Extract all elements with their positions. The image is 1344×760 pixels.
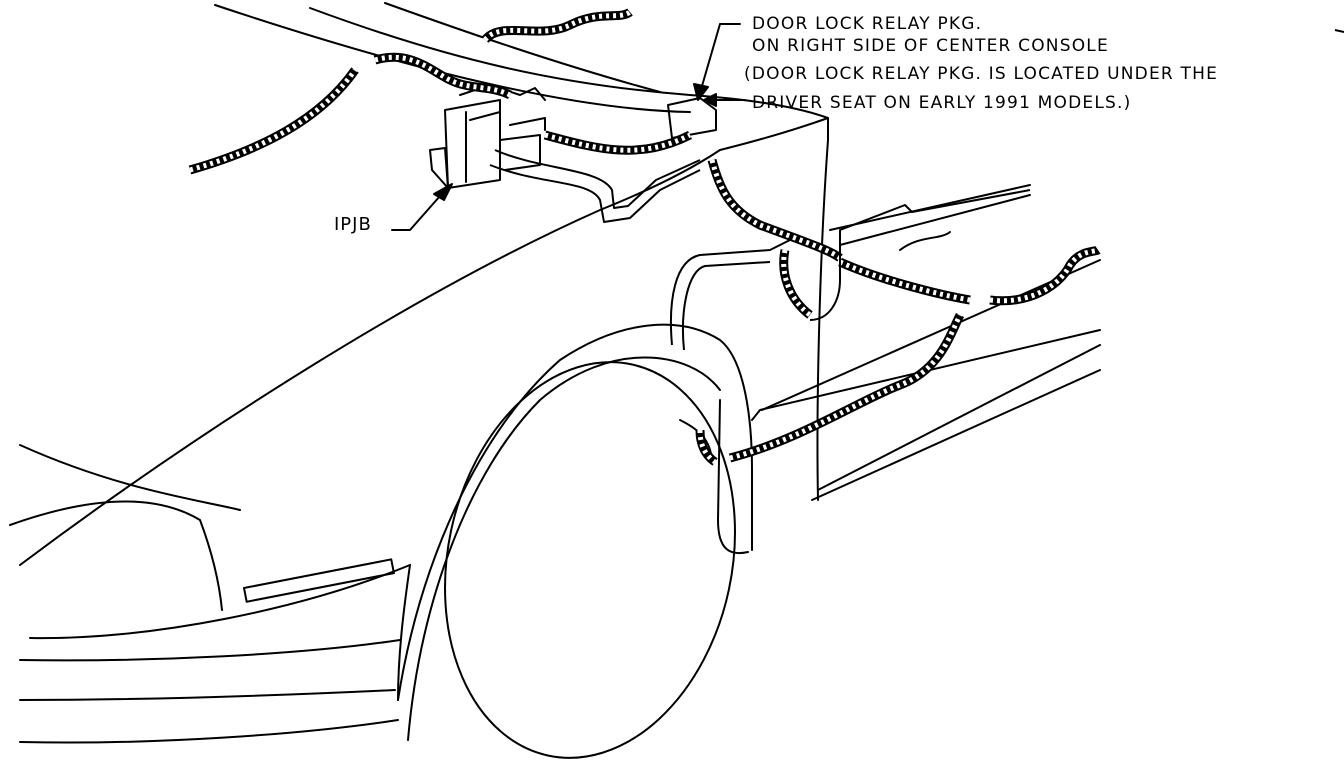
harness-left — [188, 67, 359, 175]
ipjb-arrowhead — [433, 183, 453, 201]
cable-run-5 — [809, 189, 1031, 321]
harness-door — [838, 257, 971, 305]
hood-nose — [9, 500, 223, 611]
door-beltline — [761, 259, 1101, 411]
fender-arch-outer — [397, 323, 753, 701]
edge-mark — [1334, 29, 1344, 33]
a-pillar — [816, 139, 829, 501]
bumper-base — [19, 719, 399, 744]
cable-run-2 — [494, 149, 701, 209]
bumper-corner — [397, 564, 411, 701]
note-arrowhead — [703, 93, 717, 107]
cable-run-1 — [489, 164, 701, 223]
door-lock-relay-pkg — [667, 97, 717, 139]
harness-drop — [707, 158, 843, 262]
cowl-line — [719, 117, 829, 151]
harness-top — [481, 8, 633, 44]
cable-run-4 — [682, 261, 771, 351]
bumper-bottom — [19, 689, 396, 701]
hood-edge — [19, 149, 721, 566]
relay-leader — [701, 23, 741, 87]
fender-arch-inner — [407, 356, 721, 741]
door-sill-line — [717, 399, 749, 555]
hood-crease — [19, 444, 241, 511]
dash-edge — [384, 2, 661, 93]
rocker-upper — [817, 344, 1101, 491]
door-front-edge — [751, 329, 1101, 421]
cable-run-3 — [669, 239, 791, 346]
windshield-lower-edge — [309, 7, 829, 119]
side-marker-lamp — [243, 558, 395, 603]
rocker-lower — [811, 369, 1101, 501]
dash-panel-line — [829, 184, 1031, 231]
door-trim-line — [899, 231, 951, 251]
relay-arrowhead — [693, 83, 709, 101]
relay-note-line1: (DOOR LOCK RELAY PKG. IS LOCATED UNDER T… — [744, 64, 1219, 84]
harness-center — [543, 130, 693, 155]
windshield-top-edge — [214, 4, 691, 113]
ipjb-leader — [391, 195, 441, 231]
bumper-upper — [29, 564, 411, 640]
front-tire — [444, 361, 736, 759]
dash-panel-line-2 — [839, 194, 1031, 246]
harness-fender — [695, 429, 718, 466]
ipjb-block-side — [429, 111, 501, 189]
relay-label-line2: ON RIGHT SIDE OF CENTER CONSOLE — [752, 36, 1109, 56]
ipjb-label: IPJB — [334, 214, 372, 235]
harness-rear — [989, 245, 1101, 306]
relay-note-line2: DRIVER SEAT ON EARLY 1991 MODELS.) — [752, 93, 1132, 113]
bumper-lower — [19, 639, 401, 662]
harness-dash — [373, 52, 513, 100]
ipjb-bracket — [499, 117, 546, 171]
relay-label-line1: DOOR LOCK RELAY PKG. — [752, 14, 983, 34]
